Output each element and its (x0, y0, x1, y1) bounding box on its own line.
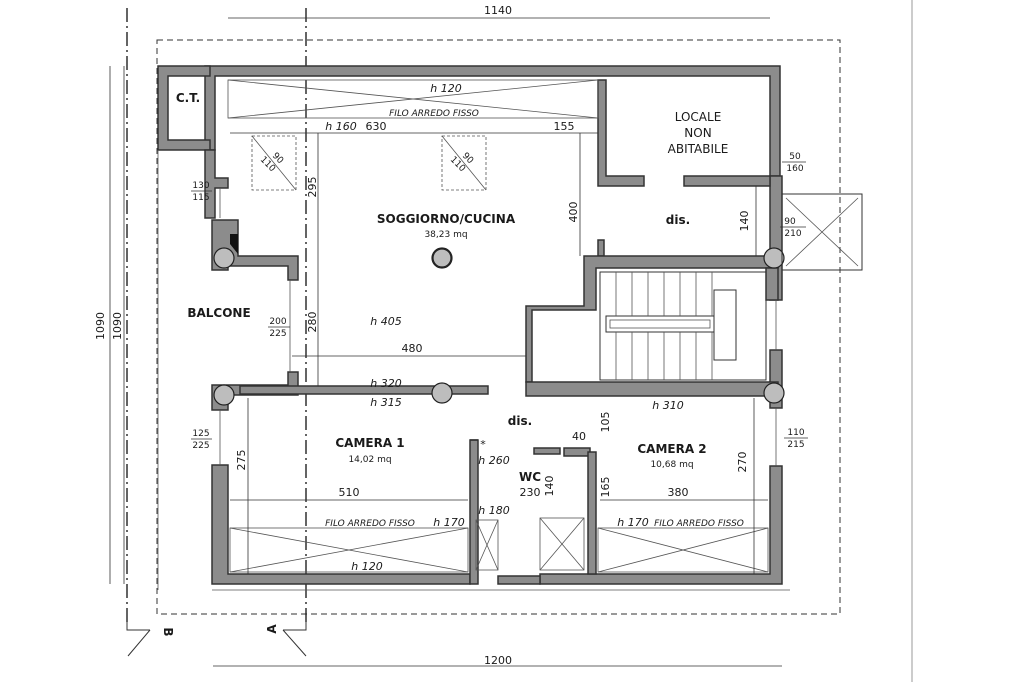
win-110: 110 (787, 428, 804, 438)
win-125: 125 (192, 429, 209, 439)
dim-510: 510 (339, 486, 360, 499)
fireplace-icon (230, 234, 238, 254)
section-label-a: A (265, 624, 279, 634)
dim-270: 270 (736, 452, 749, 473)
room-label-camera2: CAMERA 2 (637, 442, 706, 456)
room-label-locale-2: NON (684, 126, 711, 140)
height-170-right: h 170 (617, 516, 648, 529)
room-label-dis-mid: dis. (508, 414, 532, 428)
win-225-mid: 225 (269, 329, 286, 339)
note-filo-top: FILO ARREDO FISSO (389, 109, 479, 119)
dim-165: 165 (599, 477, 612, 498)
win-115: 115 (192, 193, 209, 203)
room-area-soggiorno: 38,23 mq (424, 230, 467, 240)
note-filo-left: FILO ARREDO FISSO (325, 519, 415, 529)
height-315: h 315 (370, 396, 401, 409)
win-215: 215 (787, 440, 804, 450)
skylight-center (441, 135, 487, 191)
lot-boundary (156, 39, 841, 615)
win-225-low: 225 (192, 441, 209, 451)
interior-walls (239, 79, 779, 575)
dim-295: 295 (306, 177, 319, 198)
dim-40: 40 (572, 430, 586, 443)
note-star: * (480, 438, 486, 451)
height-405: h 405 (370, 315, 401, 328)
dim-630: 630 (366, 120, 387, 133)
height-170-left: h 170 (433, 516, 464, 529)
room-label-wc: WC (519, 470, 541, 484)
room-area-camera2: 10,68 mq (650, 460, 693, 470)
dim-380: 380 (668, 486, 689, 499)
room-label-locale-3: ABITABILE (668, 142, 729, 156)
external-shaft (781, 193, 863, 271)
height-120-bottom: h 120 (351, 560, 382, 573)
note-filo-right: FILO ARREDO FISSO (654, 519, 744, 529)
fixed-furniture-zones (227, 79, 769, 573)
dim-top-total: 1140 (484, 4, 512, 17)
room-label-soggiorno: SOGGIORNO/CUCINA (377, 212, 516, 226)
dim-275: 275 (235, 450, 248, 471)
staircase (599, 271, 767, 381)
section-label-b: B (161, 627, 175, 636)
win-90: 90 (784, 217, 796, 227)
dim-155: 155 (554, 120, 575, 133)
room-label-locale-1: LOCALE (675, 110, 722, 124)
dim-140-wc: 140 (543, 476, 556, 497)
dim-left-total-a: 1090 (94, 312, 107, 340)
win-160: 160 (786, 164, 803, 174)
dim-480: 480 (402, 342, 423, 355)
height-160: h 160 (325, 120, 356, 133)
height-310: h 310 (652, 399, 683, 412)
win-200: 200 (269, 317, 286, 327)
window-lines (157, 150, 790, 591)
dim-280: 280 (306, 312, 319, 333)
room-label-ct: C.T. (176, 91, 200, 105)
room-label-dis-top: dis. (666, 213, 690, 227)
room-area-camera1: 14,02 mq (348, 455, 391, 465)
win-130: 130 (192, 181, 209, 191)
height-260: h 260 (478, 454, 509, 467)
dimension-lines (109, 17, 782, 667)
wc-dimension: 230 (520, 486, 541, 499)
height-320: h 320 (370, 377, 401, 390)
ceiling-light-icon (432, 248, 452, 268)
height-120-top: h 120 (430, 82, 461, 95)
room-label-balcone: BALCONE (187, 306, 250, 320)
dim-bottom-total: 1200 (484, 654, 512, 667)
win-210: 210 (784, 229, 801, 239)
dim-400: 400 (567, 202, 580, 223)
dim-140-dis: 140 (738, 211, 751, 232)
dim-105: 105 (599, 412, 612, 433)
win-50: 50 (789, 152, 801, 162)
skylight-left (251, 135, 297, 191)
room-label-camera1: CAMERA 1 (335, 436, 404, 450)
dim-left-total-b: 1090 (111, 312, 124, 340)
height-180: h 180 (478, 504, 509, 517)
